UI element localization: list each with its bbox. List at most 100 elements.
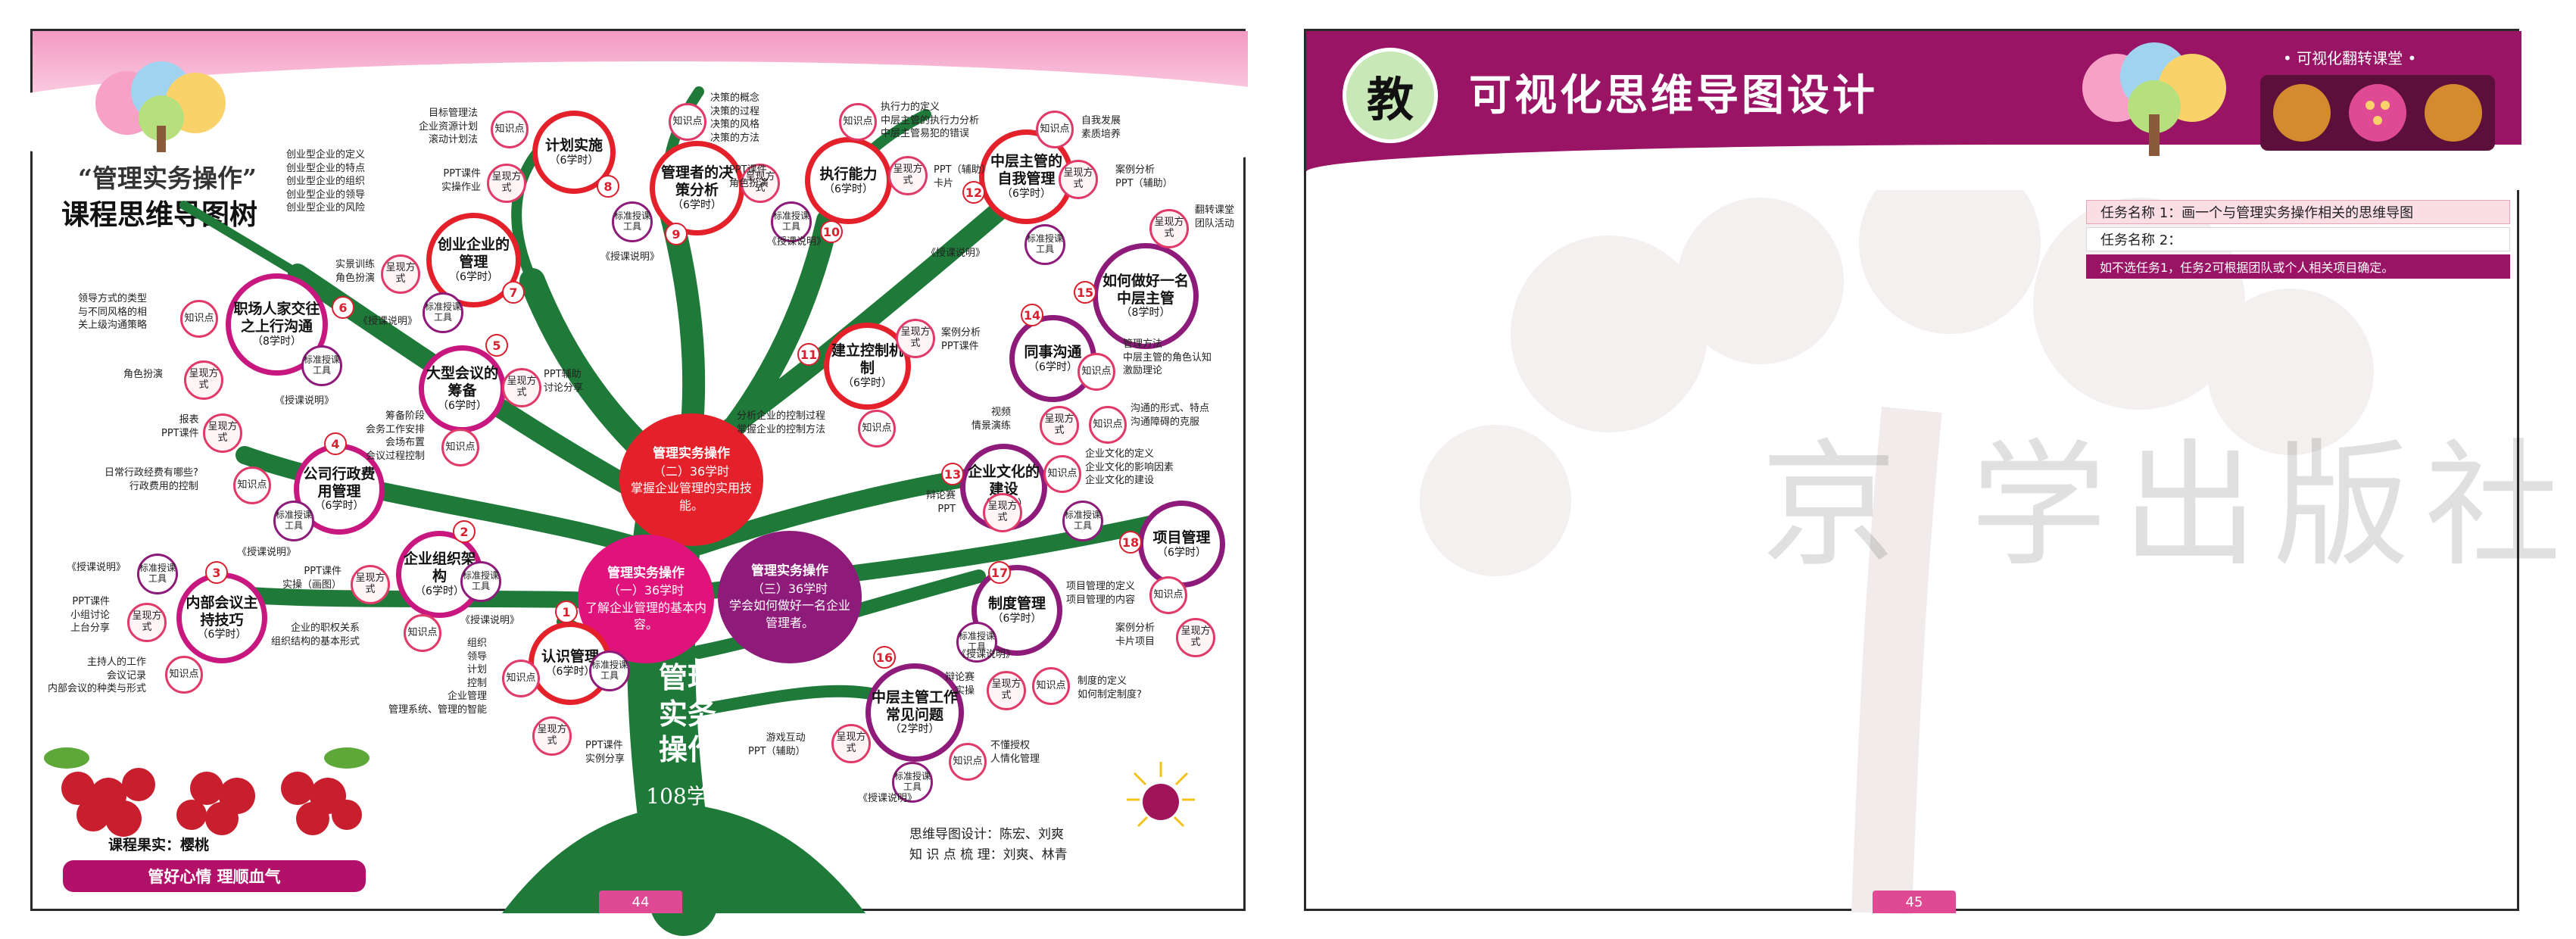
instruction-label: 《授课说明》 [767,236,827,248]
label-topic-14-comm: 沟通的形式、特点 沟通障碍的克服 [1131,403,1210,428]
trunk-text: 管理 实务 操作 108学时 [627,660,748,810]
topic-name: 中层主管工作常见问题 [871,688,958,723]
presentation-chip: 呈现方式 [896,319,935,358]
label-topic-1-methods: PPT课件 实例分享 [585,740,625,765]
leaf-course-3: 管理实务操作 （三）36学时 学会如何做好一名企业管理者。 [718,531,862,663]
topic-hours: （6学时） [197,629,247,641]
topic-name: 同事沟通 [1024,343,1082,360]
trunk-hours: 108学时 [646,783,729,809]
knowledge-point-chip: 知识点 [858,410,896,448]
knowledge-point-chip: 知识点 [1149,576,1187,614]
presentation-chip: 呈现方式 [127,603,167,642]
knowledge-point-chip: 知识点 [669,103,706,141]
task-note: 如不选任务1，任务2可根据团队或个人相关项目确定。 [2086,254,2510,279]
knowledge-point-chip: 知识点 [839,103,877,141]
instruction-label: 《授课说明》 [275,395,335,407]
label-topic-9-methods: PPT课件 角色扮演 [729,164,769,189]
topic-name: 中层主管的自我管理 [990,153,1062,188]
topic-hours: （6学时） [1028,360,1077,373]
teach-badge: 教 [1343,48,1438,143]
label-topic-6: 领导方式的类型 与不同风格的相 关上级沟通策略 [78,293,148,332]
presentation-chip: 呈现方式 [888,156,928,195]
topic-hours: （6学时） [438,399,487,412]
presentation-chip: 呈现方式 [1040,406,1079,445]
topic-node-3: 内部会议主持技巧（6学时） [176,572,267,663]
task-1: 任务名称 1：画一个与管理实务操作相关的思维导图 [2086,200,2510,224]
page-title: 可视化思维导图设计 [1469,71,1878,120]
label-topic-3: 主持人的工作 会议记录 内部会议的种类与形式 [48,657,147,695]
teaching-tool-chip: 标准授课工具 [956,622,997,663]
knowledge-point-chip: 知识点 [165,656,203,694]
leaf-course-2-title: 管理实务操作 [653,446,730,462]
topic-number-12: 12 [962,181,985,204]
topic-name: 大型会议的筹备 [426,365,498,400]
topic-node-18: 项目管理（6学时） [1138,501,1225,588]
leaf-course-3-title: 管理实务操作 [751,563,828,579]
label-topic-12-methods: 案例分析 PPT（辅助） [1115,164,1173,189]
cherry-icon [1127,762,1195,828]
topic-hours: （6学时） [549,154,599,167]
label-topic-3-methods: PPT课件 小组讨论 上台分享 [70,596,111,635]
topic-number-3: 3 [205,561,228,584]
credit-design: 思维导图设计：陈宏、刘爽 [909,827,1064,842]
credits: 思维导图设计：陈宏、刘爽 知 识 点 梳 理：刘爽、林青 [909,825,1068,866]
topic-hours: （6学时） [672,198,722,211]
presentation-chip: 呈现方式 [203,413,242,453]
label-topic-17: 项目管理的定义 项目管理的内容 [1066,581,1136,606]
label-topic-4-methods: 报表 PPT课件 [161,414,199,439]
topic-node-8: 计划实施（6学时） [532,111,616,194]
label-topic-14-methods: 视频 情景演练 [971,407,1012,432]
teaching-tool-chip: 标准授课工具 [423,292,463,333]
instruction-label: 《授课说明》 [237,547,297,558]
label-topic-4: 日常行政经费有哪些? 行政费用的控制 [104,467,198,492]
instruction-label: 《授课说明》 [67,562,126,573]
topic-name: 执行能力 [819,165,878,182]
course-fruit-caption: 课程果实：樱桃 [108,837,210,853]
knowledge-point-chip: 知识点 [441,429,479,466]
topic-name: 管理者的决策分析 [660,164,733,199]
topic-name: 制度管理 [987,595,1046,613]
label-topic-13: 企业文化的定义 企业文化的影响因素 企业文化的建设 [1085,448,1174,487]
label-topic-16: 不懂授权 人情化管理 [990,740,1040,765]
publisher-watermark: 京 学出版社 [1760,427,2576,585]
label-topic-1: 组织 领导 计划 控制 企业管理 管理系统、管理的智能 [388,638,488,716]
topic-hours: （8学时） [252,335,301,348]
instruction-label: 《授课说明》 [956,649,1016,660]
label-topic-14: 管理方法 中层主管的角色认知 激励理论 [1123,338,1212,377]
presentation-chip: 呈现方式 [987,671,1026,710]
topic-name: 项目管理 [1152,529,1211,546]
topic-number-1: 1 [555,601,578,623]
topic-hours: （6学时） [545,666,595,678]
knowledge-point-chip: 知识点 [1089,406,1127,444]
topic-hours: （6学时） [843,376,892,389]
topic-number-6: 6 [332,296,354,319]
presentation-chip: 呈现方式 [741,164,780,203]
topic-number-14: 14 [1021,304,1043,326]
teaching-tool-chip: 标准授课工具 [137,554,178,594]
presentation-chip: 呈现方式 [184,360,223,400]
topic-hours: （2学时） [890,723,940,736]
label-topic-10-methods: PPT（辅助） 卡片 [934,164,991,189]
task-2: 任务名称 2： [2086,227,2510,251]
presentation-chip: 呈现方式 [351,565,390,604]
topic-number-8: 8 [597,175,619,198]
topic-number-5: 5 [485,334,508,357]
topic-name: 公司行政费用管理 [303,465,376,500]
topic-number-4: 4 [324,432,347,455]
flip-classroom-images [2260,75,2495,151]
topic-hours: （6学时） [314,500,364,513]
label-topic-2: 企业的职权关系 组织结构的基本形式 [271,622,360,647]
topic-name: 企业组织架构 [403,551,476,585]
label-topic-12: 自我发展 素质培养 [1081,115,1121,140]
leaf-course-2: 管理实务操作 （二）36学时 掌握企业管理的实用技能。 [619,413,763,546]
presentation-chip: 呈现方式 [983,493,1022,532]
topic-hours: （6学时） [1157,546,1206,559]
topic-hours: （6学时） [449,270,498,283]
knowledge-point-chip: 知识点 [949,743,987,781]
teaching-tool-chip: 标准授课工具 [1062,501,1103,541]
topic-hours: （6学时） [1002,187,1051,200]
label-topic-11: 分析企业的控制过程 掌握企业的控制方法 [737,410,826,435]
teaching-tool-chip: 标准授课工具 [589,650,630,691]
topic-number-16: 16 [873,646,896,669]
label-topic-8: 目标管理法 企业资源计划 滚动计划法 [419,108,479,146]
